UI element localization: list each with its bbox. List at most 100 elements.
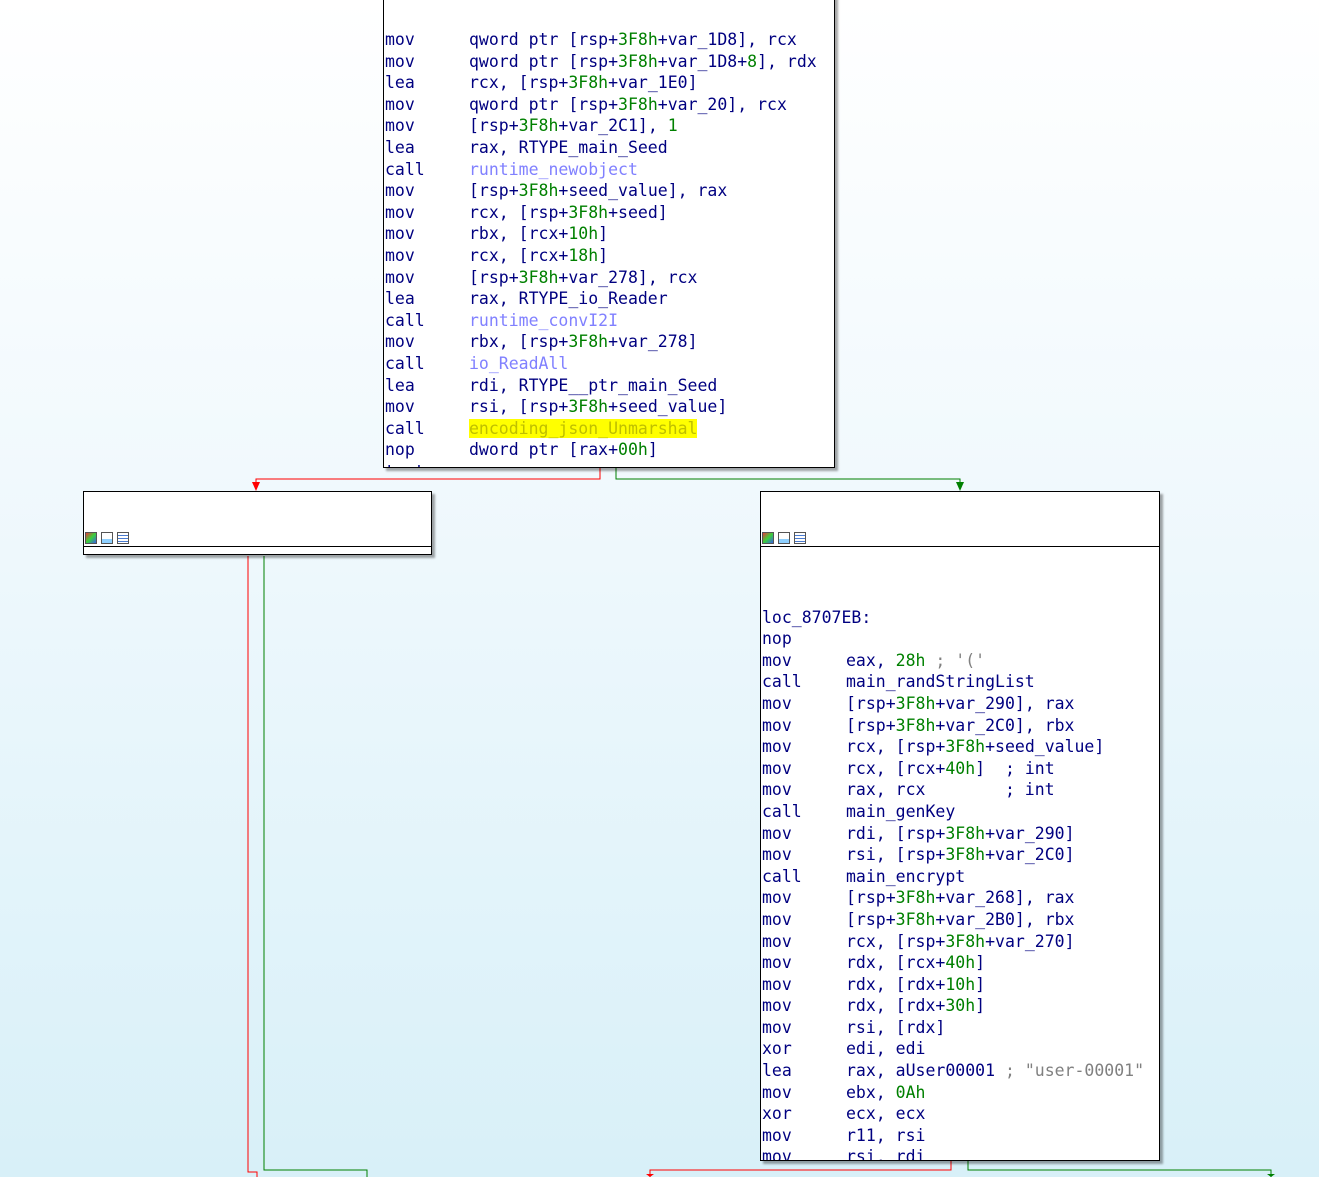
operand-text: rcx, [rsp+ (469, 73, 569, 93)
mnemonic: call (762, 672, 802, 692)
operands: ecx, ecx (846, 1103, 925, 1125)
asm-line[interactable]: loc_8707EB: (761, 607, 1159, 629)
operand-text: rdx, [rdx+ (846, 974, 946, 994)
operand-text: +var_2C1], (558, 116, 668, 136)
mnemonic: call (385, 353, 425, 373)
operand-text: ] ; int (975, 758, 1055, 778)
number-literal: 40h (945, 758, 976, 778)
mnemonic: mov (385, 397, 415, 417)
asm-line[interactable]: mov[rsp+3F8h+seed_value], rax (384, 180, 834, 202)
asm-line[interactable]: mov[rsp+3F8h+var_290], rax (761, 693, 1159, 715)
operands: rbx, [rsp+3F8h+var_278] (469, 331, 698, 353)
asm-line[interactable]: mov[rsp+3F8h+var_2C0], rbx (761, 715, 1159, 737)
operand-text: +seed_value] (608, 397, 728, 417)
asm-line[interactable] (761, 585, 1159, 607)
graph-image-icon[interactable] (101, 532, 113, 544)
operand-text: rax, RTYPE_main_Seed (469, 137, 668, 157)
asm-line[interactable]: mov[rsp+3F8h+var_268], rax (761, 887, 1159, 909)
operand-text: [rsp+ (846, 693, 896, 713)
code-block-left[interactable]: movups[rsp+3F8h+var_220], xmm15jzshort l… (83, 491, 432, 555)
asm-line[interactable]: call runtime_convI2I (384, 310, 834, 332)
asm-line[interactable]: nop (761, 628, 1159, 650)
mnemonic: mov (385, 181, 415, 201)
function-ref[interactable]: io_ReadAll (469, 353, 569, 373)
operand-text: [rsp+ (469, 116, 519, 136)
mnemonic: lea (762, 1061, 792, 1081)
operands: rax, RTYPE_main_Seed (469, 137, 668, 159)
graph-list-icon[interactable] (117, 532, 129, 544)
operand-text: rdi, [rsp+ (846, 823, 946, 843)
mnemonic: xor (762, 1039, 792, 1059)
operands: rcx, [rsp+3F8h+seed] (469, 202, 668, 224)
arrow-head-red (252, 482, 260, 491)
asm-line[interactable]: mov[rsp+3F8h+var_2B0], rbx (761, 909, 1159, 931)
comment: ; "user-00001" (1004, 1061, 1145, 1081)
operand-text: rcx, [rcx+ (846, 758, 946, 778)
mnemonic: mov (762, 1125, 792, 1145)
graph-list-icon[interactable] (794, 532, 806, 544)
edge-right-red-down (649, 1160, 952, 1177)
number-literal: 3F8h (895, 693, 936, 713)
asm-line[interactable]: mov[rsp+3F8h+var_278], rcx (384, 267, 834, 289)
operand-text: qword ptr [rsp+ (469, 51, 619, 71)
arrow-head-green-bottom (1267, 1174, 1275, 1177)
mnemonic: mov (762, 996, 792, 1016)
graph-color-icon[interactable] (85, 532, 97, 544)
function-ref[interactable]: runtime_convI2I (469, 310, 619, 330)
asm-line[interactable]: xor ecx, ecx (761, 1103, 1159, 1125)
graph-color-icon[interactable] (762, 532, 774, 544)
operands: io_ReadAll (469, 353, 568, 375)
number-literal: 28h (895, 650, 926, 670)
asm-line[interactable]: xor edi, edi (761, 1038, 1159, 1060)
asm-line[interactable]: testrax, rax (384, 461, 834, 467)
asm-line[interactable]: call io_ReadAll (384, 353, 834, 375)
function-ref[interactable]: runtime_newobject (469, 159, 638, 179)
asm-line[interactable]: mov[rsp+3F8h+var_2C1], 1 (384, 115, 834, 137)
operand-text: rcx, [rsp+ (846, 931, 946, 951)
operands: encoding_json_Unmarshal (469, 418, 698, 440)
operand-text: edi, edi (846, 1039, 926, 1059)
number-literal: 3F8h (618, 51, 658, 71)
mnemonic: xor (762, 1104, 792, 1124)
mnemonic: call (385, 310, 425, 330)
graph-image-icon[interactable] (778, 532, 790, 544)
number-literal: 3F8h (518, 116, 559, 136)
function-ref[interactable]: encoding_json_Unmarshal (469, 418, 698, 438)
operand-text: main_genKey (846, 801, 956, 821)
